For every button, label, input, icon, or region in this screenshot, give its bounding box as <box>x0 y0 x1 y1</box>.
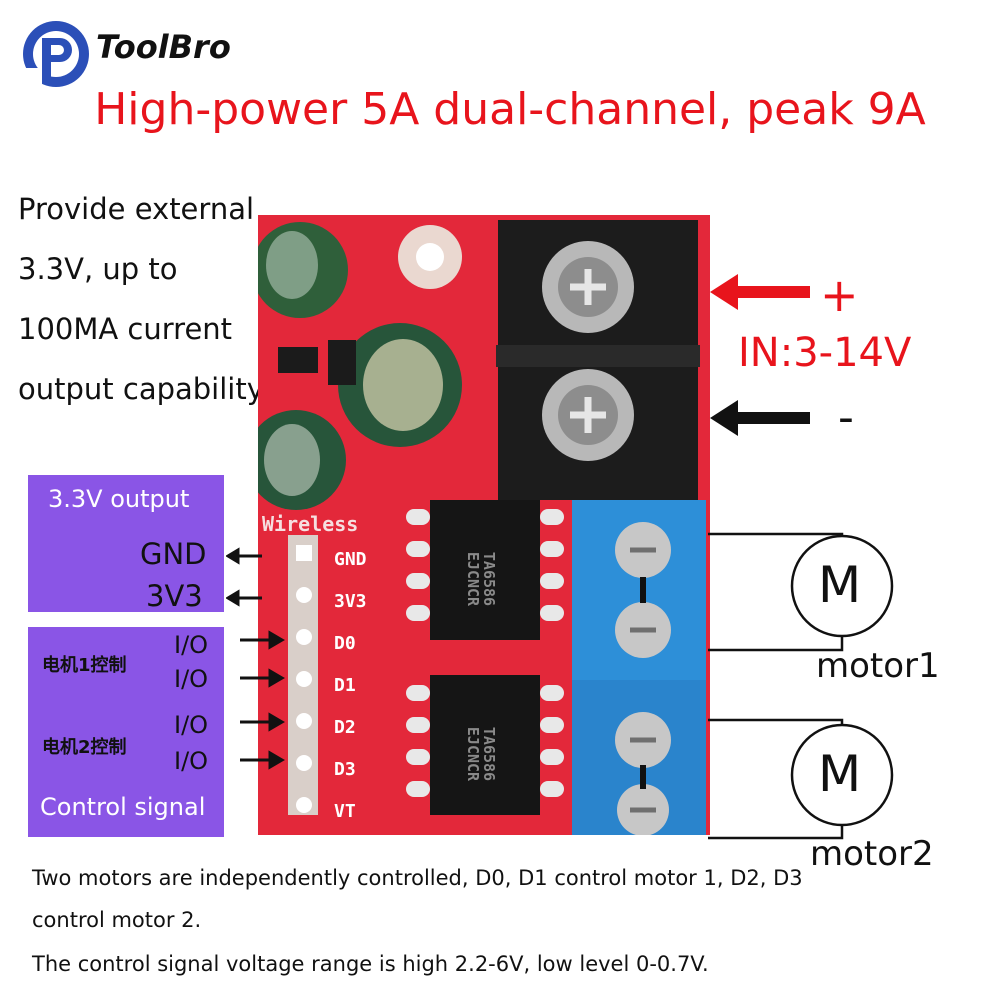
io-label: I/O <box>174 747 209 775</box>
toolbro-logo-icon <box>20 21 89 90</box>
chip2-marking: TA6586 <box>480 726 499 782</box>
io-label: I/O <box>174 665 209 693</box>
chip1-marking: TA6586 <box>480 551 499 607</box>
input-voltage-label: IN:3-14V <box>738 330 912 376</box>
pin-label-3v3: 3V3 <box>334 591 367 612</box>
power-note-line: 100MA current <box>18 312 233 346</box>
motor1-label: motor1 <box>816 646 940 686</box>
motor2-control-label: 电机2控制 <box>42 737 127 758</box>
io-label: I/O <box>174 631 209 659</box>
motor2-label: motor2 <box>810 834 934 874</box>
minus-sign: - <box>838 392 854 443</box>
motor2-icon <box>790 723 894 827</box>
chip2-marking: EJCNCR <box>464 726 483 782</box>
power-note-line: output capability <box>18 372 264 406</box>
motor2-symbol: M <box>818 745 862 803</box>
pin-label-d3: D3 <box>334 759 356 780</box>
power-arrows <box>710 274 810 436</box>
motor1-icon <box>790 534 894 638</box>
output-panel-title: 3.3V output <box>48 485 190 513</box>
pin-label-d0: D0 <box>334 633 356 654</box>
description-line: The control signal voltage range is high… <box>32 952 709 976</box>
board-silkscreen: Wireless <box>262 512 359 536</box>
brand-name: ToolBro <box>96 28 231 66</box>
pin-label-gnd: GND <box>334 549 367 570</box>
pin-label-vt: VT <box>334 801 356 822</box>
plus-sign: + <box>820 268 859 322</box>
pin-label-d1: D1 <box>334 675 356 696</box>
pin-label-d2: D2 <box>334 717 356 738</box>
power-note-line: 3.3V, up to <box>18 252 178 286</box>
output-panel: 3.3V output GND 3V3 <box>28 475 224 613</box>
power-note-line: Provide external <box>18 192 255 226</box>
motor1-control-label: 电机1控制 <box>42 655 127 676</box>
io-label: I/O <box>174 711 209 739</box>
headline: High-power 5A dual-channel, peak 9A <box>94 84 926 135</box>
motor-driver-board <box>258 215 710 835</box>
control-signal-label: Control signal <box>40 793 206 821</box>
control-panel: 电机1控制 I/O I/O 电机2控制 I/O I/O Control sign… <box>28 627 224 837</box>
description-line: Two motors are independently controlled,… <box>32 866 803 890</box>
motor-wiring <box>708 532 894 840</box>
output-3v3-label: 3V3 <box>146 579 203 613</box>
motor1-symbol: M <box>818 556 862 614</box>
chip1-marking: EJCNCR <box>464 551 483 607</box>
signal-arrows <box>226 547 285 770</box>
output-gnd-label: GND <box>140 537 207 571</box>
description-line: control motor 2. <box>32 908 202 932</box>
